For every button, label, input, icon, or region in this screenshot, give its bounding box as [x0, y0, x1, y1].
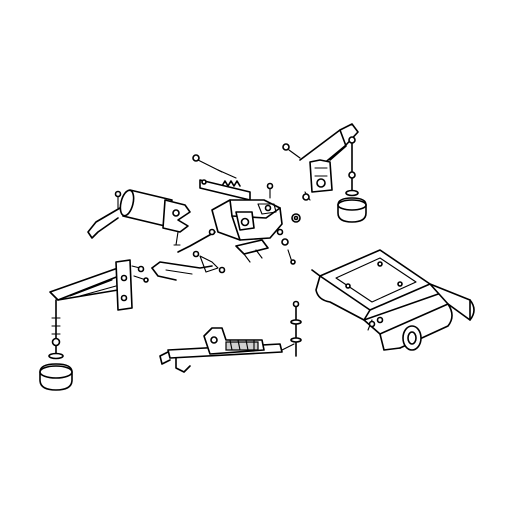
- right-stabilizer-arm: [282, 123, 367, 223]
- hitch-body-assembly: [177, 154, 301, 265]
- linkage-rods: [151, 250, 226, 281]
- left-stabilizer-arm: [39, 259, 149, 391]
- tow-hook-bracket: [159, 300, 302, 373]
- carriage-base: [311, 249, 475, 351]
- drawbar-tube: [87, 189, 191, 246]
